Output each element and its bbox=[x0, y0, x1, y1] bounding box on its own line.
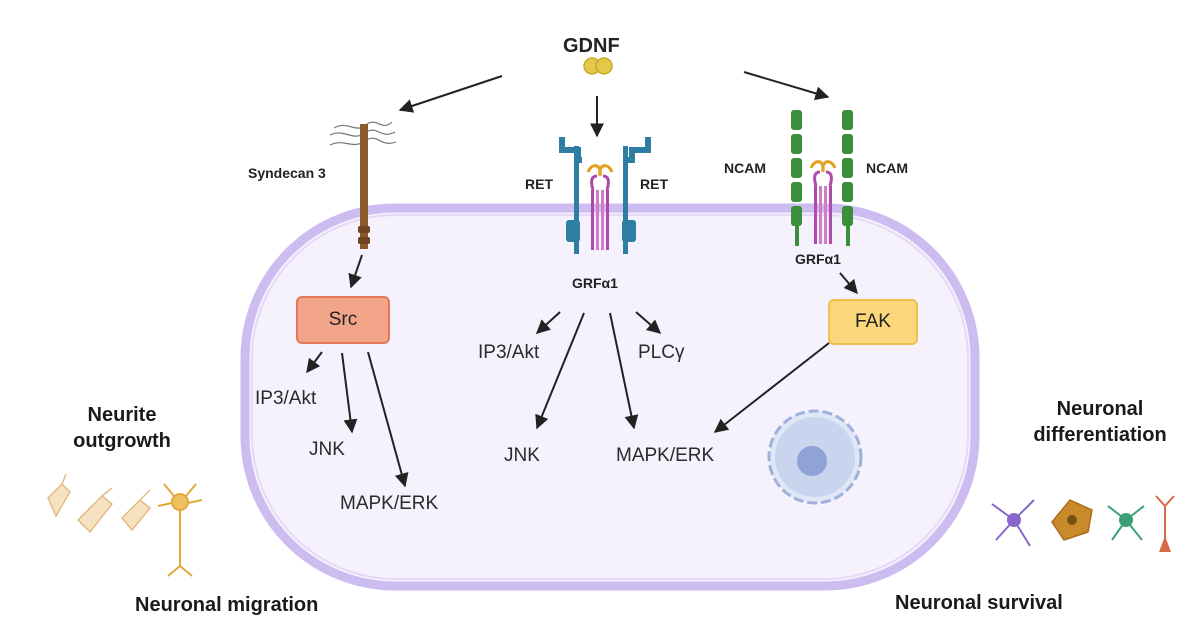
arrow-fak-mapk bbox=[713, 342, 830, 433]
cell-membrane-inner bbox=[251, 214, 969, 580]
grfa1-center-label: GRFα1 bbox=[572, 275, 618, 291]
syndecan-3-receptor bbox=[329, 121, 397, 249]
arrow-gdnf-ncam bbox=[743, 71, 830, 101]
ret-jnk-label: JNK bbox=[504, 445, 540, 466]
migrating-neuron-icon bbox=[157, 483, 203, 577]
fak-kinase-box: FAK bbox=[828, 299, 918, 345]
arrow-gdnf-syndecan bbox=[398, 75, 503, 113]
ret-plcg-label: PLCγ bbox=[638, 342, 685, 363]
arrow-syndecan-src bbox=[348, 254, 363, 289]
ret-receptor-right bbox=[622, 137, 651, 254]
neuronal-migration-label: Neuronal migration bbox=[135, 594, 319, 616]
grfa1-coreceptor-right bbox=[809, 160, 837, 244]
src-kinase-box: Src bbox=[296, 296, 390, 344]
grfa1-right-label: GRFα1 bbox=[795, 251, 841, 267]
src-ip3akt-label: IP3/Akt bbox=[255, 388, 317, 409]
ret-receptor-left bbox=[559, 137, 582, 254]
arrow-src-ip3akt bbox=[306, 351, 323, 374]
neuronal-differentiation-label: Neuronal differentiation bbox=[1033, 398, 1167, 446]
ret-right-label: RET bbox=[640, 176, 668, 192]
arrow-ret-jnk bbox=[535, 312, 585, 430]
grfa1-coreceptor-center bbox=[586, 164, 614, 250]
ncam-left-label: NCAM bbox=[724, 160, 766, 176]
arrow-grfa1-fak bbox=[839, 272, 858, 295]
nucleus bbox=[767, 409, 863, 505]
arrow-src-jnk bbox=[341, 352, 358, 434]
neurite-outgrowth-neurons-icon bbox=[47, 473, 152, 534]
cell-membrane bbox=[240, 203, 980, 591]
differentiated-neurons-icon bbox=[991, 495, 1175, 552]
ncam-receptor-right bbox=[842, 110, 853, 246]
gdnf-dimer-icon bbox=[583, 57, 613, 75]
ncam-receptor-left bbox=[791, 110, 802, 246]
ncam-right-label: NCAM bbox=[866, 160, 908, 176]
arrow-ret-plc bbox=[635, 311, 662, 334]
ret-mapk-label: MAPK/ERK bbox=[616, 445, 715, 466]
ret-ip3akt-label: IP3/Akt bbox=[478, 342, 540, 363]
ret-left-label: RET bbox=[525, 176, 553, 192]
neurite-outgrowth-label: Neurite outgrowth bbox=[73, 404, 171, 452]
neuronal-survival-label: Neuronal survival bbox=[895, 592, 1063, 614]
arrow-src-mapk bbox=[367, 351, 409, 488]
gdnf-label: GDNF bbox=[563, 35, 620, 57]
src-jnk-label: JNK bbox=[309, 439, 345, 460]
syndecan-3-label: Syndecan 3 bbox=[248, 165, 326, 181]
arrow-ret-ip3akt bbox=[535, 311, 561, 334]
src-mapk-label: MAPK/ERK bbox=[340, 493, 439, 514]
arrow-ret-mapk bbox=[609, 312, 639, 430]
